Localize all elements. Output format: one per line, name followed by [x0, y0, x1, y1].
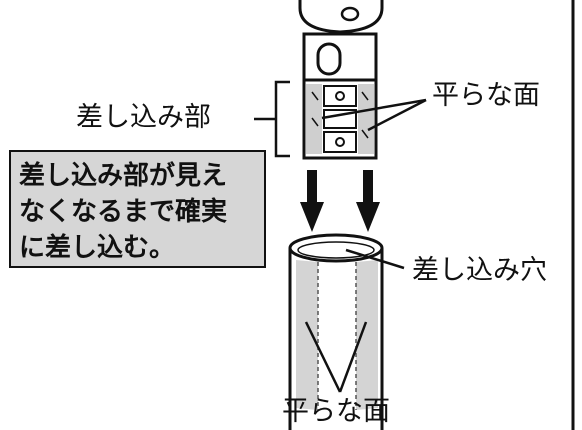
- flat-top-leader-2: [367, 98, 427, 132]
- insert-hole-label: 差し込み穴: [412, 255, 547, 286]
- insert-flat-face-right: [358, 84, 374, 154]
- insert-screw-1: [335, 91, 345, 101]
- instruction-line-1: 差し込み部が見え: [19, 161, 228, 191]
- insert-bracket: [274, 80, 290, 158]
- instruction-callout: 差し込み部が見え なくなるまで確実 に差し込む。: [9, 150, 266, 268]
- arrow-right-head: [356, 202, 380, 232]
- flat-surface-label-top: 平らな面: [432, 80, 540, 111]
- flat-bottom-leader-1: [304, 321, 342, 393]
- handle-top: [298, 0, 384, 34]
- flat-top-leader-1: [321, 98, 427, 120]
- arrow-right-shaft: [363, 170, 373, 204]
- flat-bottom-leader-2: [338, 321, 368, 393]
- insert-screw-2: [335, 137, 345, 147]
- upper-tube-slot: [316, 42, 342, 76]
- instruction-line-3: に差し込む。: [19, 233, 176, 263]
- insert-hatch-1: [311, 91, 319, 101]
- insert-hatch-2: [311, 117, 319, 127]
- hole-leader-line: [345, 248, 405, 270]
- insert-hatch-4: [361, 129, 369, 139]
- insert-hatch-3: [361, 91, 369, 101]
- arrow-left-shaft: [307, 170, 317, 204]
- insert-flat-face-left: [306, 84, 322, 154]
- handle-screw-hole: [340, 6, 360, 22]
- arrow-left-head: [300, 202, 324, 232]
- lower-flat-face-right: [356, 260, 378, 410]
- lower-flat-face-left: [296, 260, 318, 410]
- insert-part-label: 差し込み部: [76, 102, 211, 133]
- instruction-line-2: なくなるまで確実: [19, 197, 228, 227]
- flat-surface-label-bottom: 平らな面: [282, 396, 390, 427]
